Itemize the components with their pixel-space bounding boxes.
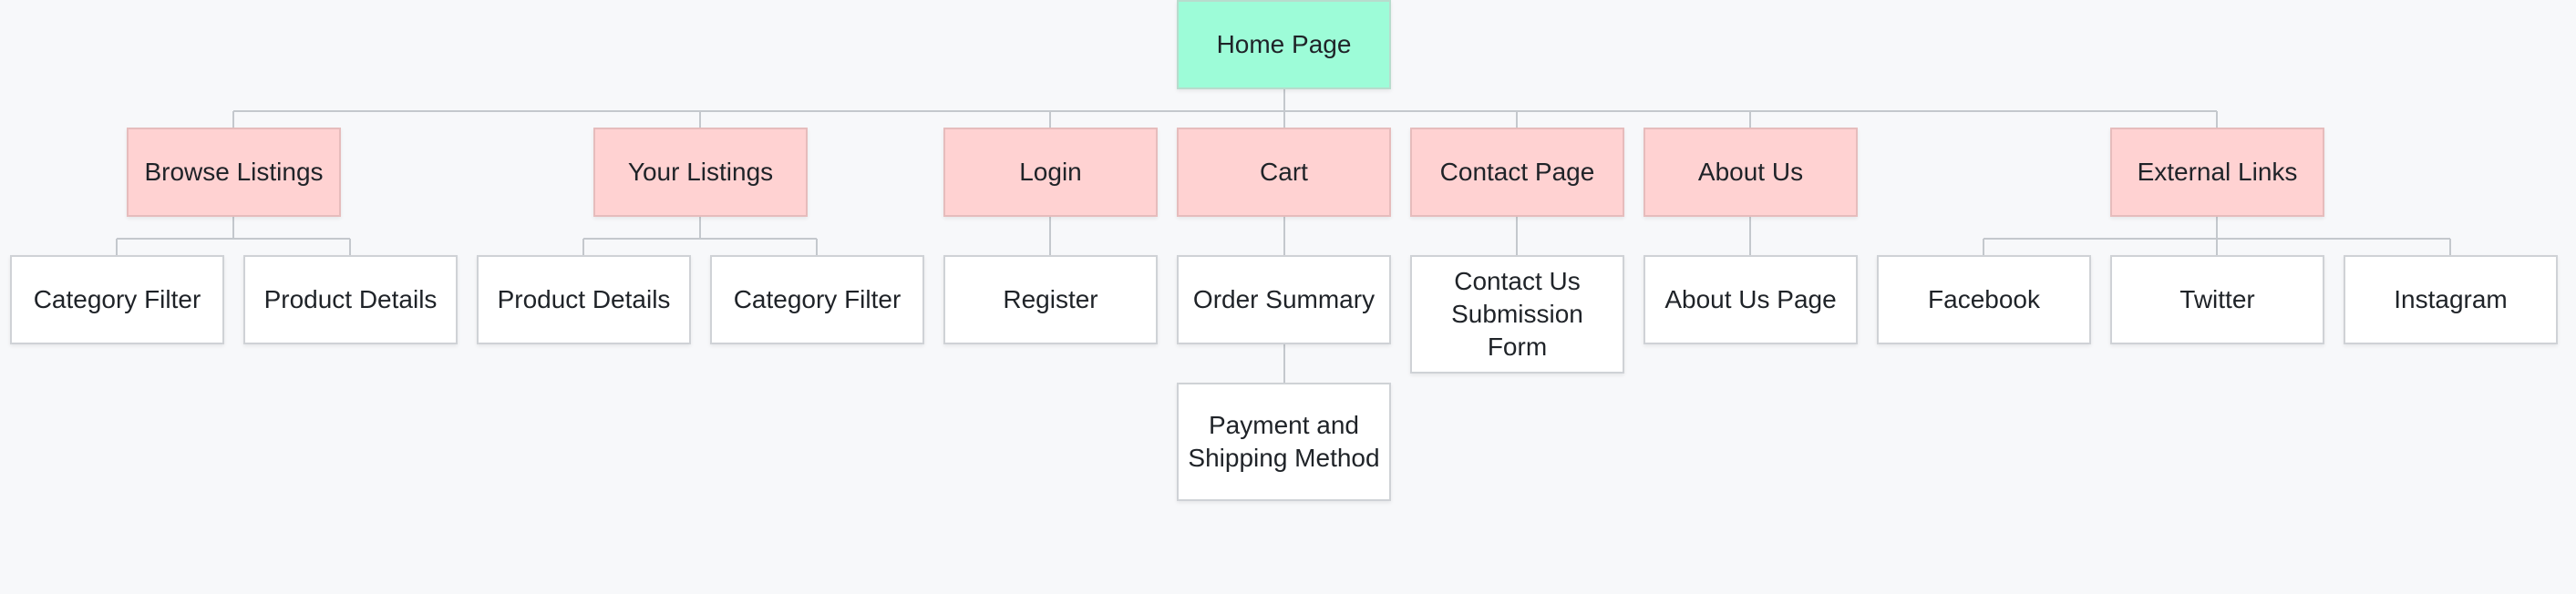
node-label: Browse Listings xyxy=(144,158,324,186)
node-label: Product Details xyxy=(263,285,438,313)
node-label: Cart xyxy=(1260,158,1308,186)
node-label: About Us xyxy=(1697,158,1804,186)
leaf-node-register[interactable]: Register xyxy=(943,255,1158,344)
node-label: Login xyxy=(1019,158,1082,186)
leaf-node-product-details[interactable]: Product Details xyxy=(243,255,458,344)
leaf-node-payment-and-shipping-method[interactable]: Payment and Shipping Method xyxy=(1177,383,1391,501)
section-node-external-links[interactable]: External Links xyxy=(2110,128,2324,217)
node-label: About Us Page xyxy=(1664,285,1837,313)
leaf-node-order-summary[interactable]: Order Summary xyxy=(1177,255,1391,344)
section-node-about-us[interactable]: About Us xyxy=(1643,128,1858,217)
node-label: Category Filter xyxy=(33,285,201,313)
node-label: Contact Page xyxy=(1439,158,1595,186)
node-label: Contact Us Submission Form xyxy=(1451,267,1583,361)
root-node-home-page[interactable]: Home Page xyxy=(1177,0,1391,89)
node-label: Instagram xyxy=(2394,285,2508,313)
leaf-node-product-details[interactable]: Product Details xyxy=(477,255,691,344)
section-node-cart[interactable]: Cart xyxy=(1177,128,1391,217)
section-node-contact-page[interactable]: Contact Page xyxy=(1410,128,1624,217)
node-label: Your Listings xyxy=(627,158,774,186)
section-node-browse-listings[interactable]: Browse Listings xyxy=(127,128,341,217)
leaf-node-category-filter[interactable]: Category Filter xyxy=(710,255,924,344)
node-label: Register xyxy=(1003,285,1098,313)
node-label: Order Summary xyxy=(1192,285,1376,313)
leaf-node-about-us-page[interactable]: About Us Page xyxy=(1643,255,1858,344)
node-label: Product Details xyxy=(497,285,671,313)
node-label: Category Filter xyxy=(733,285,902,313)
node-label: External Links xyxy=(2137,158,2298,186)
section-node-login[interactable]: Login xyxy=(943,128,1158,217)
leaf-node-facebook[interactable]: Facebook xyxy=(1877,255,2091,344)
leaf-node-contact-us-submission-form[interactable]: Contact Us Submission Form xyxy=(1410,255,1624,374)
section-node-your-listings[interactable]: Your Listings xyxy=(593,128,808,217)
node-label: Payment and Shipping Method xyxy=(1188,411,1380,472)
node-label: Facebook xyxy=(1928,285,2040,313)
node-label: Twitter xyxy=(2179,285,2255,313)
leaf-node-twitter[interactable]: Twitter xyxy=(2110,255,2324,344)
leaf-node-category-filter[interactable]: Category Filter xyxy=(10,255,224,344)
node-label: Home Page xyxy=(1216,30,1352,58)
leaf-node-instagram[interactable]: Instagram xyxy=(2344,255,2558,344)
